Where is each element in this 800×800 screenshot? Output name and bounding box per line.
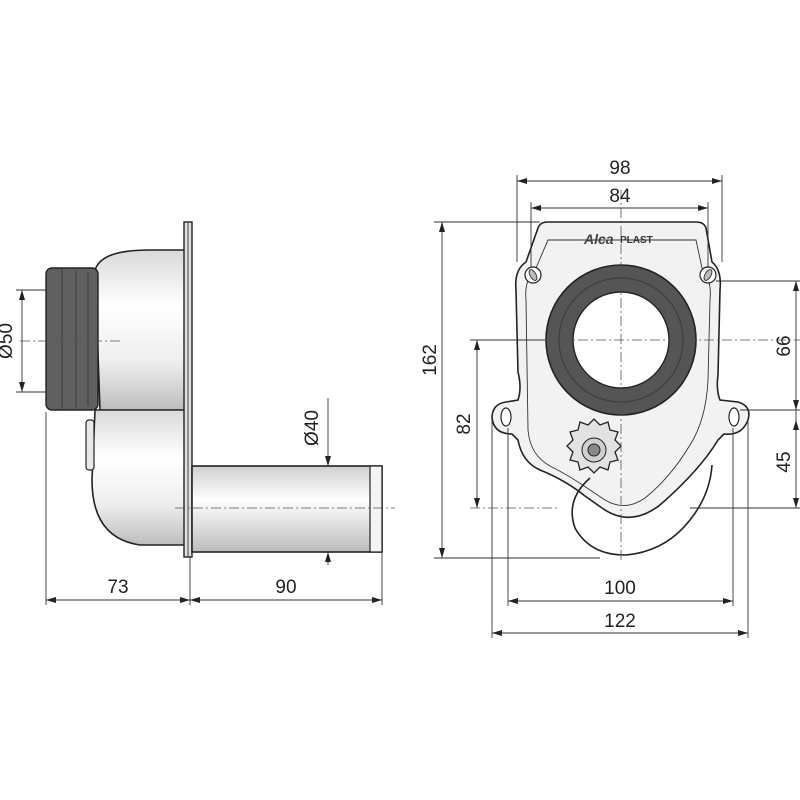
dim-outer-width: 98 xyxy=(609,158,630,179)
dim-lower-offset: 45 xyxy=(774,451,795,472)
dim-outlet-diameter: Ø40 xyxy=(302,410,323,446)
outlet-pipe xyxy=(191,465,383,553)
screw-hole-upper-left xyxy=(524,266,542,284)
dim-inlet-diameter: Ø50 xyxy=(0,323,17,359)
dim-height: 162 xyxy=(420,344,441,376)
dim-total-width: 122 xyxy=(604,611,636,632)
dim-bottom-width: 100 xyxy=(604,578,636,599)
screw-hole-side-left xyxy=(500,407,512,427)
logo-brand: Alca xyxy=(583,231,614,247)
dim-outlet-length: 90 xyxy=(275,577,296,598)
inlet-seal xyxy=(45,267,99,411)
dim-depth: 73 xyxy=(107,577,128,598)
screw-hole-side-right xyxy=(728,407,740,427)
side-clip xyxy=(85,419,95,471)
side-body xyxy=(94,249,186,411)
side-bowl xyxy=(91,409,186,546)
cleaning-cap xyxy=(566,418,622,474)
dim-center-height: 82 xyxy=(454,413,475,434)
logo-suffix: PLAST xyxy=(620,235,653,246)
front-view: Alca PLAST xyxy=(420,158,800,638)
front-flap xyxy=(571,464,713,556)
dim-inner-width: 84 xyxy=(609,186,631,207)
side-view: Ø50 Ø40 73 90 xyxy=(0,221,395,605)
screw-hole-upper-right xyxy=(699,266,717,284)
dim-upper-offset: 66 xyxy=(774,335,795,356)
